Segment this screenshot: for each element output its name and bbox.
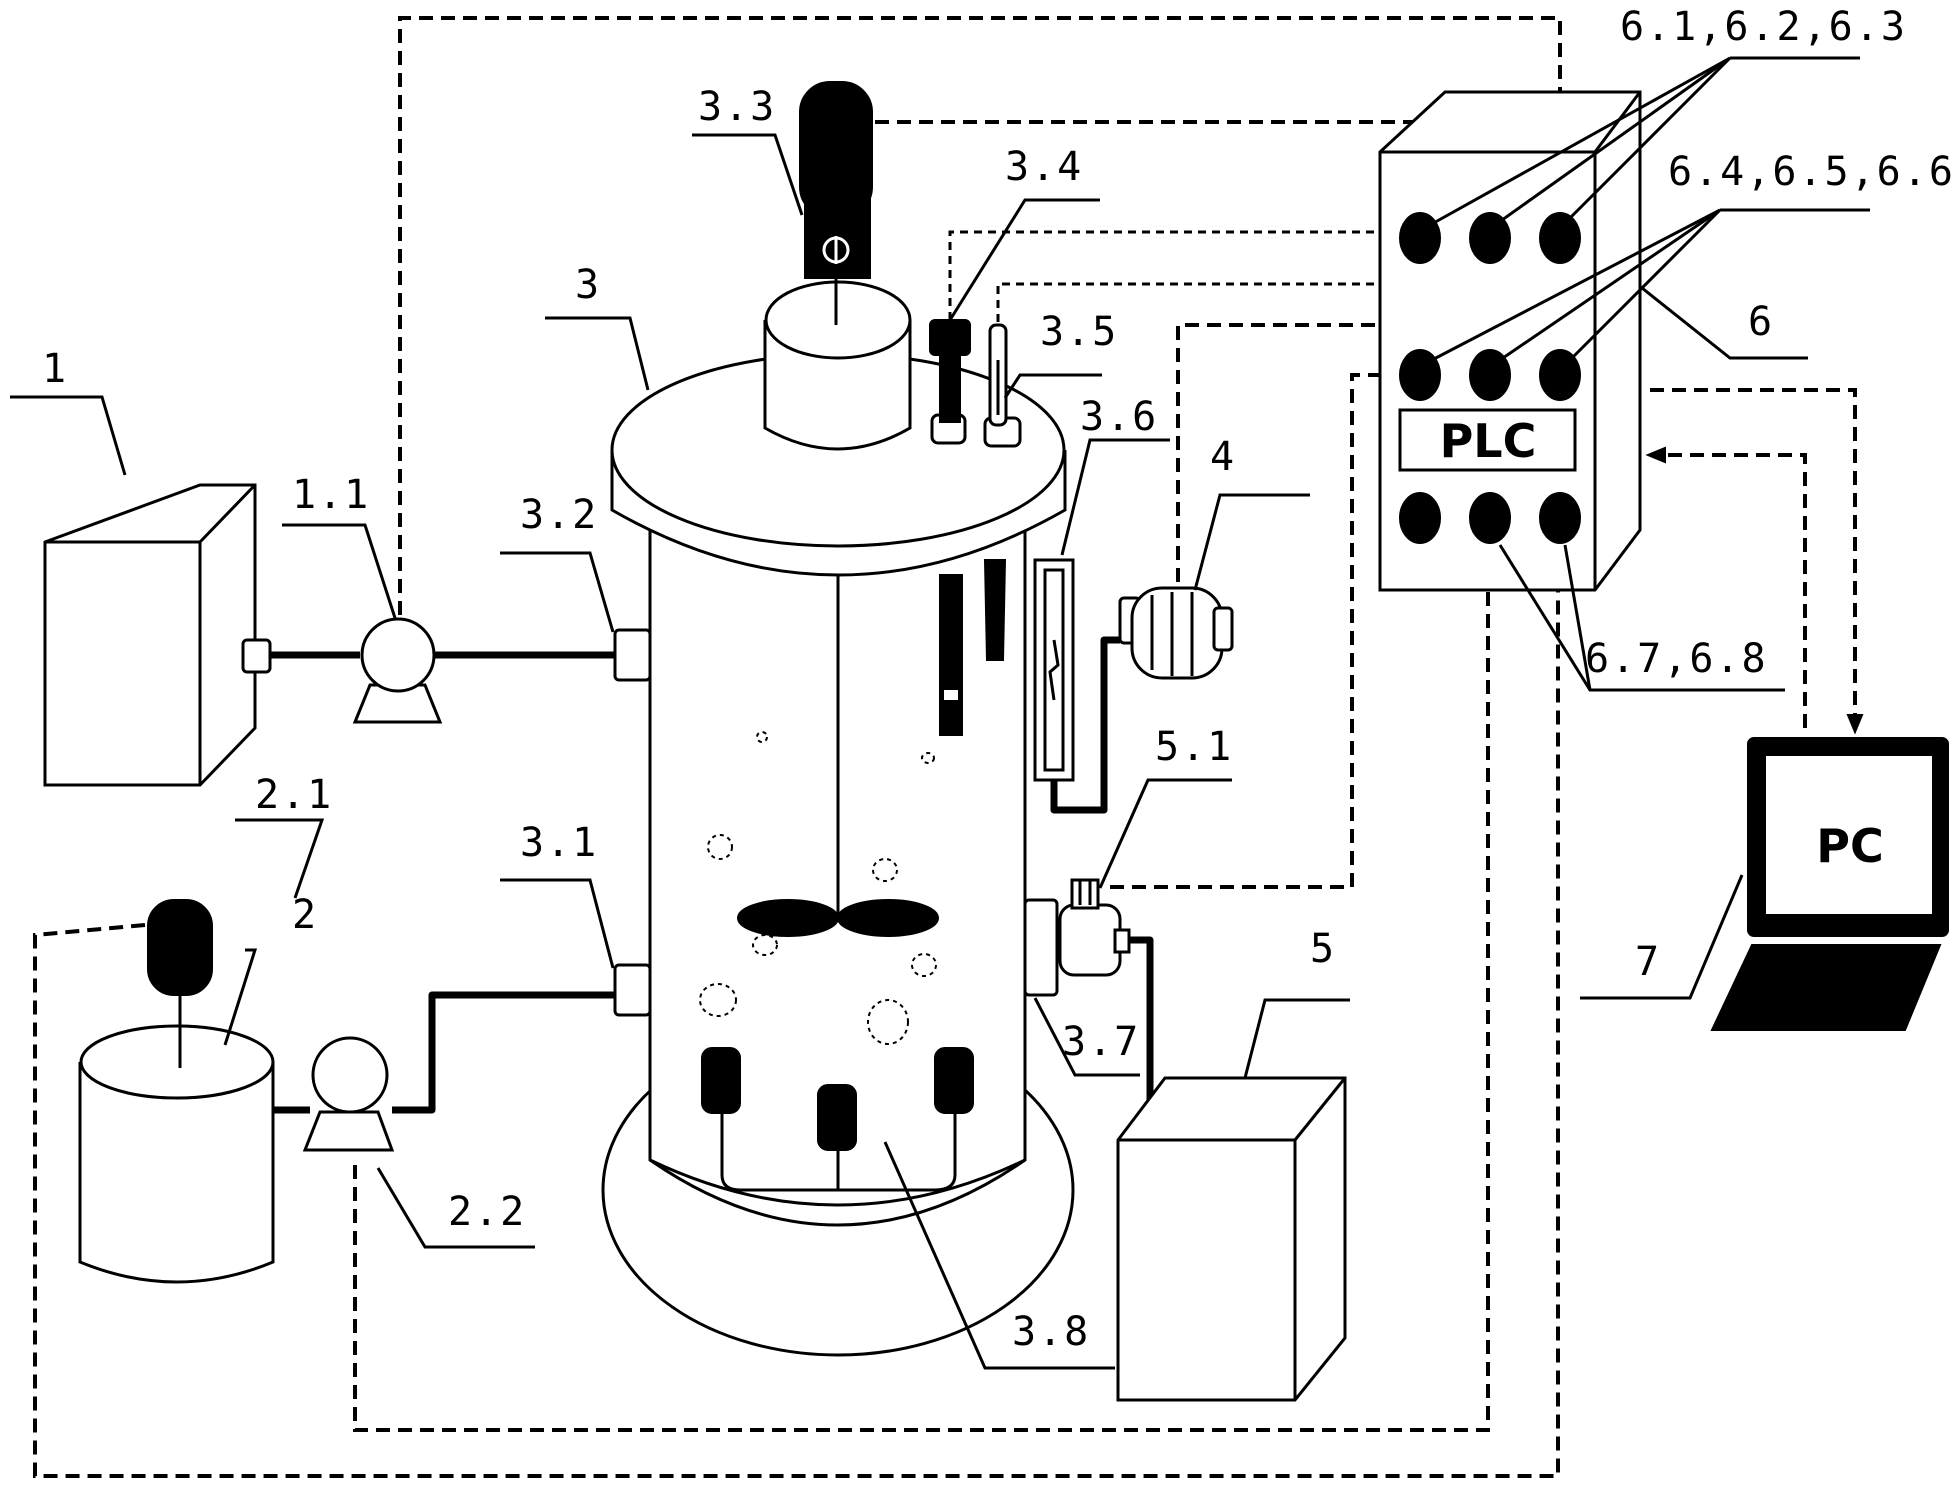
label-6-7-6-8: 6.7,6.8 <box>1585 636 1768 682</box>
label-7: 7 <box>1635 939 1661 985</box>
valve-5-1 <box>1058 878 1131 977</box>
label-6-1-6-2-6-3: 6.1,6.2,6.3 <box>1620 4 1907 50</box>
label-3-3: 3.3 <box>698 84 776 130</box>
label-3-8: 3.8 <box>1012 1309 1090 1355</box>
pipe-air-pump-flowmeter <box>1050 636 1120 814</box>
label-3-1: 3.1 <box>520 820 598 866</box>
pipes <box>268 636 1154 1125</box>
flowmeter-3-6 <box>1033 558 1075 782</box>
pipe-pump-reactor-bottom <box>392 991 615 1114</box>
impeller-blade-left <box>737 899 839 937</box>
port-3-2 <box>613 628 652 682</box>
label-2-1: 2.1 <box>255 772 333 818</box>
label-6: 6 <box>1748 299 1774 345</box>
pc-7: PC <box>1710 737 1949 1031</box>
label-1-1: 1.1 <box>292 472 370 518</box>
sparger-middle <box>817 1084 857 1151</box>
plc-terminal-6-6 <box>1539 349 1581 401</box>
probe-in-vessel-2 <box>983 559 1007 661</box>
tank-1 <box>43 483 272 787</box>
label-1: 1 <box>42 346 68 392</box>
port-3-1 <box>613 963 652 1017</box>
label-5: 5 <box>1310 926 1336 972</box>
plc-terminal-6-2 <box>1469 212 1511 264</box>
reactor-3 <box>601 81 1075 1357</box>
signal-line-probe-3-5 <box>996 282 1562 365</box>
leader-lines <box>10 56 1870 1370</box>
impeller-blade-right <box>837 899 939 937</box>
plc-terminal-6-4 <box>1399 349 1441 401</box>
tank-2 <box>78 899 275 1284</box>
label-5-1: 5.1 <box>1155 724 1233 770</box>
plc-label-box <box>1398 408 1577 472</box>
plc-terminal-6-5 <box>1469 349 1511 401</box>
port-3-7 <box>1023 898 1059 997</box>
plc-terminal-6-3 <box>1539 212 1581 264</box>
label-2: 2 <box>292 892 318 938</box>
plc-terminal-6-8 <box>1539 492 1581 544</box>
arrow-left-icon <box>1645 446 1666 464</box>
pc-label: PC <box>1816 819 1883 873</box>
label-2-2: 2.2 <box>448 1189 526 1235</box>
label-4: 4 <box>1210 434 1236 480</box>
sparger-right <box>934 1047 974 1114</box>
signal-line-pump-2-2 <box>353 535 1490 1432</box>
arrow-down-icon <box>1846 714 1864 735</box>
label-3-6: 3.6 <box>1080 394 1158 440</box>
level-sensor-2-1 <box>147 899 213 996</box>
sparger-left <box>701 1047 741 1114</box>
label-3-7: 3.7 <box>1062 1019 1140 1065</box>
signal-line-probe-3-4 <box>948 230 1400 320</box>
pipe-valve-tank5 <box>1125 936 1154 1125</box>
plc-terminal-6-1 <box>1399 212 1441 264</box>
plc-terminal-6-7 <box>1469 492 1511 544</box>
plc-terminal-a <box>1399 492 1441 544</box>
plc-label: PLC <box>1440 414 1537 468</box>
signal-line-sensor-2-1 <box>33 545 1560 1478</box>
bubbles <box>699 731 937 1045</box>
plc-6: PLC <box>1378 90 1642 592</box>
label-6-4-6-5-6-6: 6.4,6.5,6.6 <box>1668 149 1955 195</box>
label-3-2: 3.2 <box>520 492 598 538</box>
signal-line-pc-to-plc <box>1662 453 1807 728</box>
label-3-5: 3.5 <box>1040 309 1118 355</box>
outlet-fitting <box>241 638 272 674</box>
labels: 1 1.1 3.2 3.1 2.1 2 2.2 3 3.3 3.4 3.5 3.… <box>42 4 1955 1355</box>
air-pump-4 <box>1118 586 1234 680</box>
pump-1-1 <box>352 617 443 724</box>
label-3-4: 3.4 <box>1005 144 1083 190</box>
label-3: 3 <box>575 262 601 308</box>
laptop-keyboard <box>1710 944 1942 1031</box>
signal-line-plc-to-pc <box>1650 388 1857 718</box>
pump-2-2 <box>302 1036 395 1152</box>
probe-in-vessel-1 <box>939 574 963 736</box>
tank-5 <box>1116 1076 1347 1402</box>
